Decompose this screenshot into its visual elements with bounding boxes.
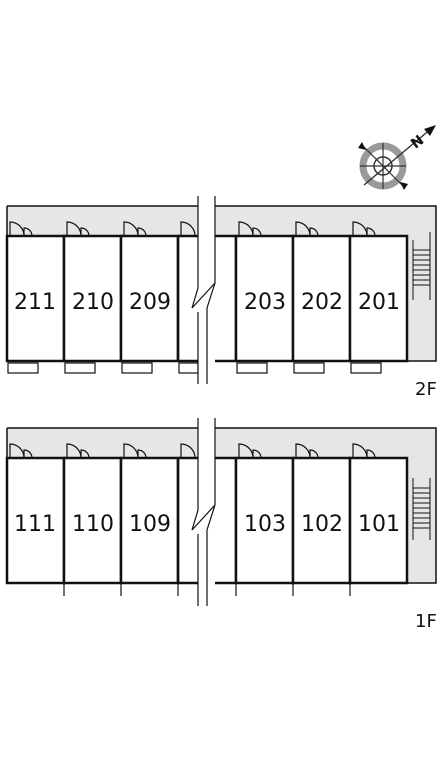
- floor-1f: 111 110 109 103 102 101: [5, 418, 437, 632]
- door-icons-1f: [9, 443, 376, 459]
- room-209: 209: [119, 234, 180, 363]
- door-icons-2f: [9, 221, 376, 237]
- compass-icon: N: [358, 125, 436, 190]
- room-211: 211: [5, 234, 66, 363]
- compass-north-label: N: [408, 132, 427, 152]
- break-line-1f: [191, 418, 216, 606]
- room-number: 103: [244, 512, 286, 537]
- room-partial-right: [215, 234, 238, 363]
- room-102: 102: [291, 456, 352, 585]
- room-number: 102: [301, 512, 343, 537]
- stairs-1f: [412, 478, 431, 540]
- room-number: 210: [72, 290, 114, 315]
- room-109: 109: [119, 456, 180, 585]
- stairs-2f: [412, 232, 431, 300]
- room-number: 109: [129, 512, 171, 537]
- room-202: 202: [291, 234, 352, 363]
- room-110: 110: [62, 456, 123, 585]
- break-line-2f: [191, 196, 216, 384]
- room-210: 210: [62, 234, 123, 363]
- wall-stubs-1f: [63, 583, 351, 596]
- floor-2f: 211 210 209 203 202 201: [5, 196, 437, 400]
- floor-label-1f: 1F: [415, 611, 437, 632]
- room-101: 101: [348, 456, 409, 585]
- room-number: 211: [14, 290, 56, 315]
- room-partial-right-1f: [215, 456, 238, 585]
- room-number: 110: [72, 512, 114, 537]
- room-number: 101: [358, 512, 400, 537]
- room-number: 201: [358, 290, 400, 315]
- room-number: 111: [14, 512, 56, 537]
- room-number: 202: [301, 290, 343, 315]
- floor-label-2f: 2F: [415, 379, 437, 400]
- balconies-2f: [7, 362, 382, 374]
- room-203: 203: [234, 234, 295, 363]
- room-number: 203: [244, 290, 286, 315]
- room-number: 209: [129, 290, 171, 315]
- room-201: 201: [348, 234, 409, 363]
- room-111: 111: [5, 456, 66, 585]
- room-103: 103: [234, 456, 295, 585]
